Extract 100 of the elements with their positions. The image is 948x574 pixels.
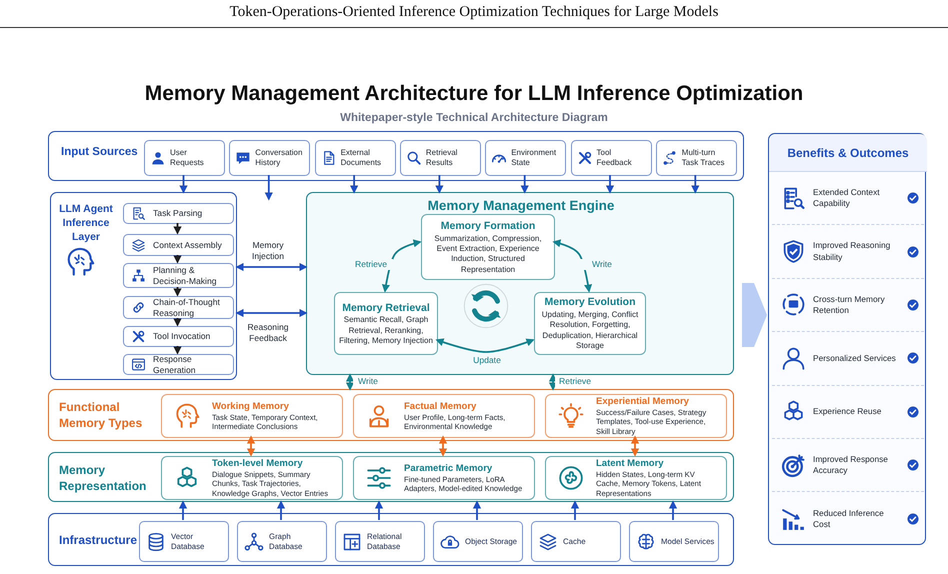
- card-title: Factual Memory: [404, 400, 478, 413]
- input-card: [314, 140, 396, 176]
- memory-type-card: [545, 394, 727, 438]
- input-card: [144, 140, 225, 176]
- section-title: Memory Representation: [59, 462, 148, 494]
- card-title: Parametric Memory: [404, 462, 494, 475]
- engine-panel: [306, 192, 734, 375]
- arrow: [548, 373, 558, 391]
- arrow: [235, 308, 308, 318]
- memory-types-panel: [48, 389, 734, 441]
- card-title: Experiential Memory: [596, 396, 690, 408]
- arrow: [435, 338, 535, 353]
- benefit-text: Improved Response Accuracy: [813, 454, 889, 477]
- arrow: [173, 346, 182, 355]
- diagram-title: Memory Management Architecture for LLM Inference Optimization: [144, 82, 804, 106]
- representation-panel: [48, 452, 734, 502]
- card-label: Retrieval Results: [426, 148, 458, 168]
- input-sources-panel: [48, 131, 744, 181]
- agent-layer-panel: [50, 192, 237, 380]
- card-label: Context Assembly: [153, 240, 222, 250]
- infrastructure-card: [237, 521, 327, 562]
- memory-type-card: [161, 394, 343, 438]
- process-step: [123, 354, 234, 375]
- infrastructure-card: [531, 521, 621, 562]
- arrow: [472, 500, 482, 520]
- stage-title: Memory Formation: [440, 218, 536, 234]
- input-card: [400, 140, 481, 176]
- arrow: [173, 255, 182, 264]
- section-title: LLM Agent Inference Layer: [58, 202, 114, 245]
- arrow: [520, 175, 529, 194]
- card-label: Chain-of-Thought Reasoning: [153, 296, 221, 318]
- section-title: Input Sources: [61, 145, 139, 160]
- arrow: [374, 500, 384, 520]
- infrastructure-card: [433, 521, 523, 562]
- card-label: Environment State: [511, 148, 558, 168]
- section-title: Functional Memory Types: [59, 399, 144, 432]
- input-card: [656, 140, 737, 176]
- process-step: [123, 234, 234, 256]
- infrastructure-card: [629, 521, 719, 562]
- representation-card: [353, 456, 535, 500]
- arrow: [235, 262, 308, 272]
- infrastructure-card: [139, 521, 229, 562]
- process-step: [123, 263, 234, 288]
- arrow: [435, 175, 444, 194]
- process-step: [123, 296, 234, 319]
- card-label: Multi-turn Task Traces: [682, 148, 726, 168]
- card-label: Planning & Decision-Making: [153, 264, 218, 286]
- card-label: Tool Invocation: [153, 331, 210, 342]
- section-title: Infrastructure: [59, 532, 138, 548]
- arrow: [179, 175, 188, 194]
- benefit-text: Personalized Services: [813, 352, 897, 364]
- card-label: Response Generation: [153, 354, 197, 376]
- benefit-text: Reduced Inference Cost: [813, 508, 885, 530]
- benefits-panel: [768, 133, 926, 545]
- infrastructure-card: [335, 521, 425, 562]
- input-card: [229, 140, 310, 176]
- card-label: Tool Feedback: [596, 148, 633, 168]
- benefit-text: Experience Reuse: [813, 406, 882, 418]
- benefit-text: Cross-turn Memory Retention: [813, 294, 886, 316]
- benefit-text: Extended Context Capability: [813, 186, 881, 210]
- arrow: [691, 175, 700, 194]
- arrow: [350, 175, 358, 194]
- section-title: Memory Management Engine: [426, 197, 616, 215]
- representation-card: [545, 456, 727, 500]
- arrow: [570, 500, 580, 520]
- panel-header: Benefits & Outcomes: [769, 134, 927, 172]
- arrow: [264, 175, 273, 201]
- card-title: Latent Memory: [596, 458, 665, 470]
- input-card: [485, 140, 566, 176]
- arrow: [173, 287, 182, 297]
- subtitle: Whitepaper-style Technical Architecture Diagram: [339, 112, 609, 124]
- arrow: [346, 373, 354, 391]
- benefit-text: Improved Reasoning Stability: [813, 240, 892, 263]
- arrow: [630, 435, 640, 457]
- process-step: [123, 326, 234, 347]
- card-title: Working Memory: [212, 400, 290, 413]
- arrow: [606, 175, 614, 194]
- engine-stage-box: [334, 292, 438, 355]
- stage-description: Semantic Recall, Graph Retrieval, Reranking, Filtering, Memory Injection: [339, 315, 433, 346]
- arrow: [173, 318, 182, 327]
- arrow: [246, 435, 256, 457]
- arrow: [173, 223, 182, 235]
- representation-card: [161, 456, 343, 500]
- engine-stage-box: [534, 292, 646, 355]
- arrow: [178, 500, 188, 520]
- card-label: Task Parsing: [153, 208, 202, 219]
- stage-title: Memory Evolution: [544, 295, 636, 310]
- arrow: [668, 500, 678, 520]
- page-header: Token-Operations-Oriented Inference Optimization Techniques for Large Models: [228, 4, 720, 21]
- card-label: User Requests: [170, 148, 205, 168]
- card-title: Token-level Memory: [212, 458, 304, 470]
- arrow: [438, 435, 448, 457]
- engine-stage-box: [421, 214, 555, 280]
- flow-arrow: [742, 283, 767, 347]
- process-step: [123, 203, 234, 224]
- stage-description: Updating, Merging, Conflict Resolution, Forgetting, Deduplication, Hierarchical Storage: [540, 310, 640, 352]
- memory-type-card: [353, 394, 535, 438]
- arrow: [276, 500, 286, 520]
- card-label: Conversation History: [255, 148, 304, 168]
- input-card: [570, 140, 652, 176]
